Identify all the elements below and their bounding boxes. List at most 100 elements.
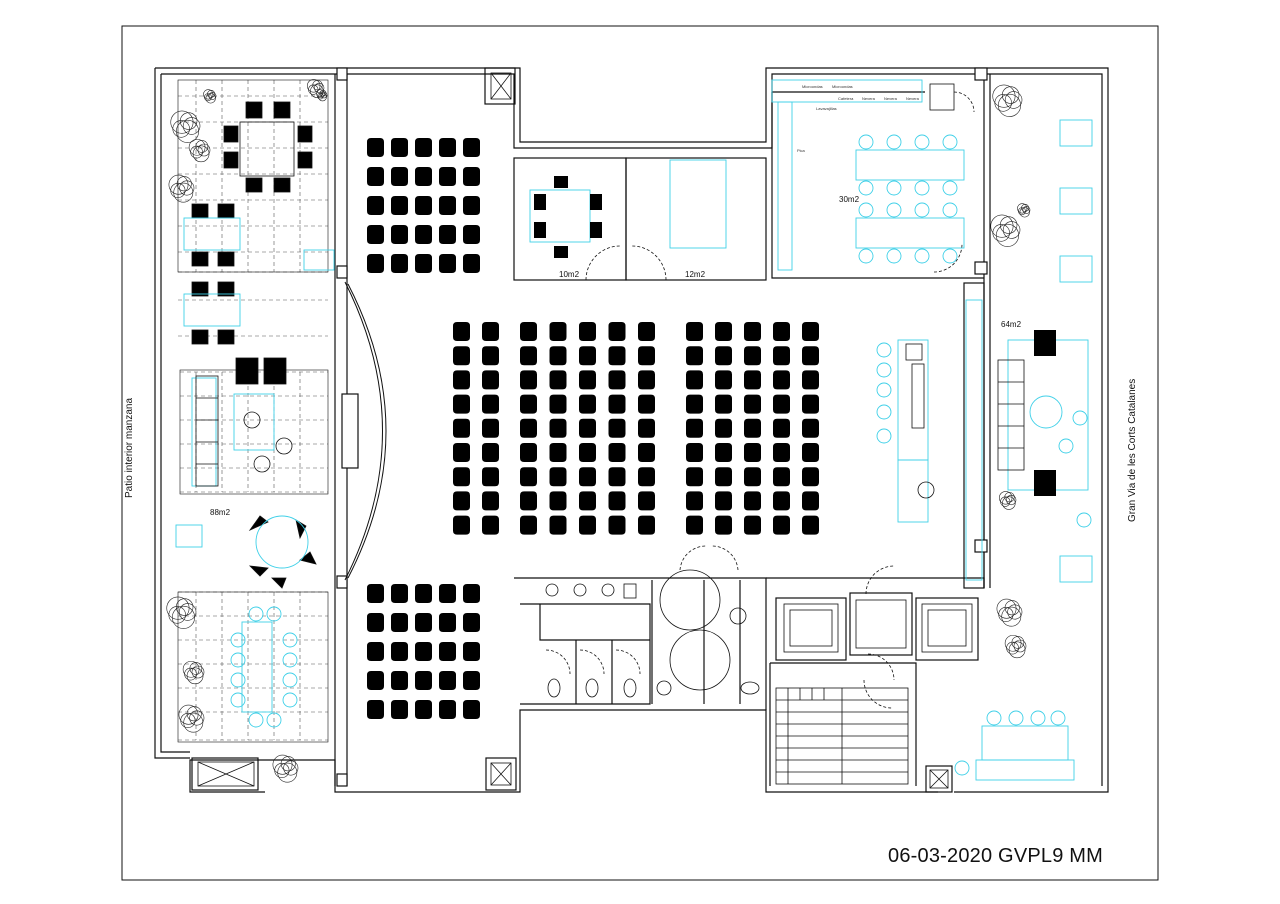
plant-icon: [178, 704, 199, 725]
plant-icon: [1002, 221, 1021, 239]
appliance-cafetera: Cafetera: [838, 96, 854, 101]
plant-icon: [1004, 634, 1022, 652]
plant-icon: [1011, 636, 1025, 649]
plant-icon: [179, 180, 195, 196]
auditorium-chair: [686, 370, 703, 390]
auditorium-chair: [463, 196, 480, 215]
auditorium-chair: [439, 584, 456, 603]
auditorium-chair: [367, 671, 384, 690]
auditorium-chair: [453, 322, 470, 341]
appliance-nevera-1: Nevera: [862, 96, 875, 101]
plant-icon: [1004, 600, 1020, 616]
auditorium-chair: [773, 515, 790, 535]
auditorium-chair: [744, 394, 761, 414]
auditorium-chair: [439, 225, 456, 244]
auditorium-chair: [744, 491, 761, 511]
auditorium-chair: [520, 394, 537, 414]
auditorium-chair: [482, 346, 499, 366]
auditorium-chair: [391, 642, 408, 661]
auditorium-chair: [638, 322, 655, 341]
auditorium-chair: [463, 225, 480, 244]
plant-icon: [197, 143, 211, 157]
auditorium-chair: [549, 467, 567, 487]
auditorium-chair: [638, 346, 655, 366]
auditorium-chair: [715, 322, 732, 341]
auditorium-chair: [453, 491, 470, 511]
auditorium-chair: [439, 254, 456, 273]
meeting-room-chairs: [534, 176, 602, 258]
plant-icon: [178, 603, 197, 621]
appliance-pica: Pica: [797, 148, 805, 153]
auditorium-chair: [463, 254, 480, 273]
appliance-lavavajillas: Lavavajillas: [816, 106, 837, 111]
auditorium-chair: [367, 196, 384, 215]
plant-icon: [186, 706, 202, 722]
auditorium-chair: [638, 443, 655, 462]
auditorium-chair: [367, 584, 384, 603]
auditorium-chair: [549, 322, 567, 341]
auditorium-chair: [391, 167, 408, 186]
auditorium-chair: [773, 467, 790, 487]
auditorium-chair: [579, 467, 596, 487]
auditorium-chair: [608, 491, 626, 511]
plant-icon: [274, 762, 290, 778]
auditorium-chair: [463, 167, 480, 186]
auditorium-chair: [415, 225, 432, 244]
plant-icon: [175, 119, 199, 143]
area-label-office: 12m2: [685, 270, 706, 279]
auditorium-chair: [744, 467, 761, 487]
auditorium-chair: [715, 370, 732, 390]
auditorium-chair: [482, 394, 499, 414]
auditorium-chair: [715, 418, 732, 438]
auditorium-chair: [773, 394, 790, 414]
plant-icon: [171, 605, 195, 629]
plant-icon: [319, 89, 327, 97]
auditorium-chair: [715, 467, 732, 487]
auditorium-chair: [391, 254, 408, 273]
auditorium-chair: [415, 700, 432, 719]
auditorium-chair: [802, 491, 819, 511]
area-label-lounge: 64m2: [1001, 320, 1022, 329]
plant-icon: [990, 214, 1014, 238]
appliance-nevera-3: Nevera: [906, 96, 919, 101]
plant-icon: [183, 712, 204, 733]
auditorium-chair: [686, 322, 703, 341]
plant-icon: [182, 117, 201, 135]
plant-icon: [1007, 604, 1023, 620]
auditorium-chair: [439, 613, 456, 632]
plant-icon: [182, 660, 200, 678]
auditorium-chair: [715, 491, 732, 511]
auditorium-chair: [686, 515, 703, 535]
auditorium-chair: [520, 322, 537, 341]
plant-icon: [995, 223, 1019, 247]
plant-icon: [998, 491, 1013, 505]
auditorium-chair: [579, 322, 596, 341]
auditorium-chair: [802, 418, 819, 438]
plant-icon: [176, 176, 192, 192]
auditorium-chair: [367, 642, 384, 661]
plant-icon: [994, 94, 1012, 112]
auditorium-chair: [520, 467, 537, 487]
auditorium-chair: [686, 418, 703, 438]
auditorium-chair: [579, 491, 596, 511]
plant-icon: [203, 89, 214, 100]
plant-icon: [1001, 606, 1022, 627]
plant-icon: [312, 80, 323, 91]
plant-icon: [170, 110, 194, 134]
main-hall-curve: [344, 281, 387, 581]
plant-icon: [195, 140, 209, 153]
plant-icon: [179, 112, 198, 130]
auditorium-chair: [520, 346, 537, 366]
auditorium-chair: [686, 346, 703, 366]
plant-icon: [992, 84, 1016, 108]
auditorium-chair: [463, 642, 480, 661]
auditorium-chair: [453, 370, 470, 390]
auditorium-chair: [391, 138, 408, 157]
auditorium-chair: [638, 491, 655, 511]
street-label: Gran Via de les Corts Catalanes: [1127, 378, 1138, 522]
plant-icon: [996, 598, 1017, 619]
auditorium-chair: [439, 138, 456, 157]
auditorium-chair: [549, 515, 567, 535]
plant-icon: [168, 174, 189, 195]
plant-icon: [1017, 203, 1028, 214]
